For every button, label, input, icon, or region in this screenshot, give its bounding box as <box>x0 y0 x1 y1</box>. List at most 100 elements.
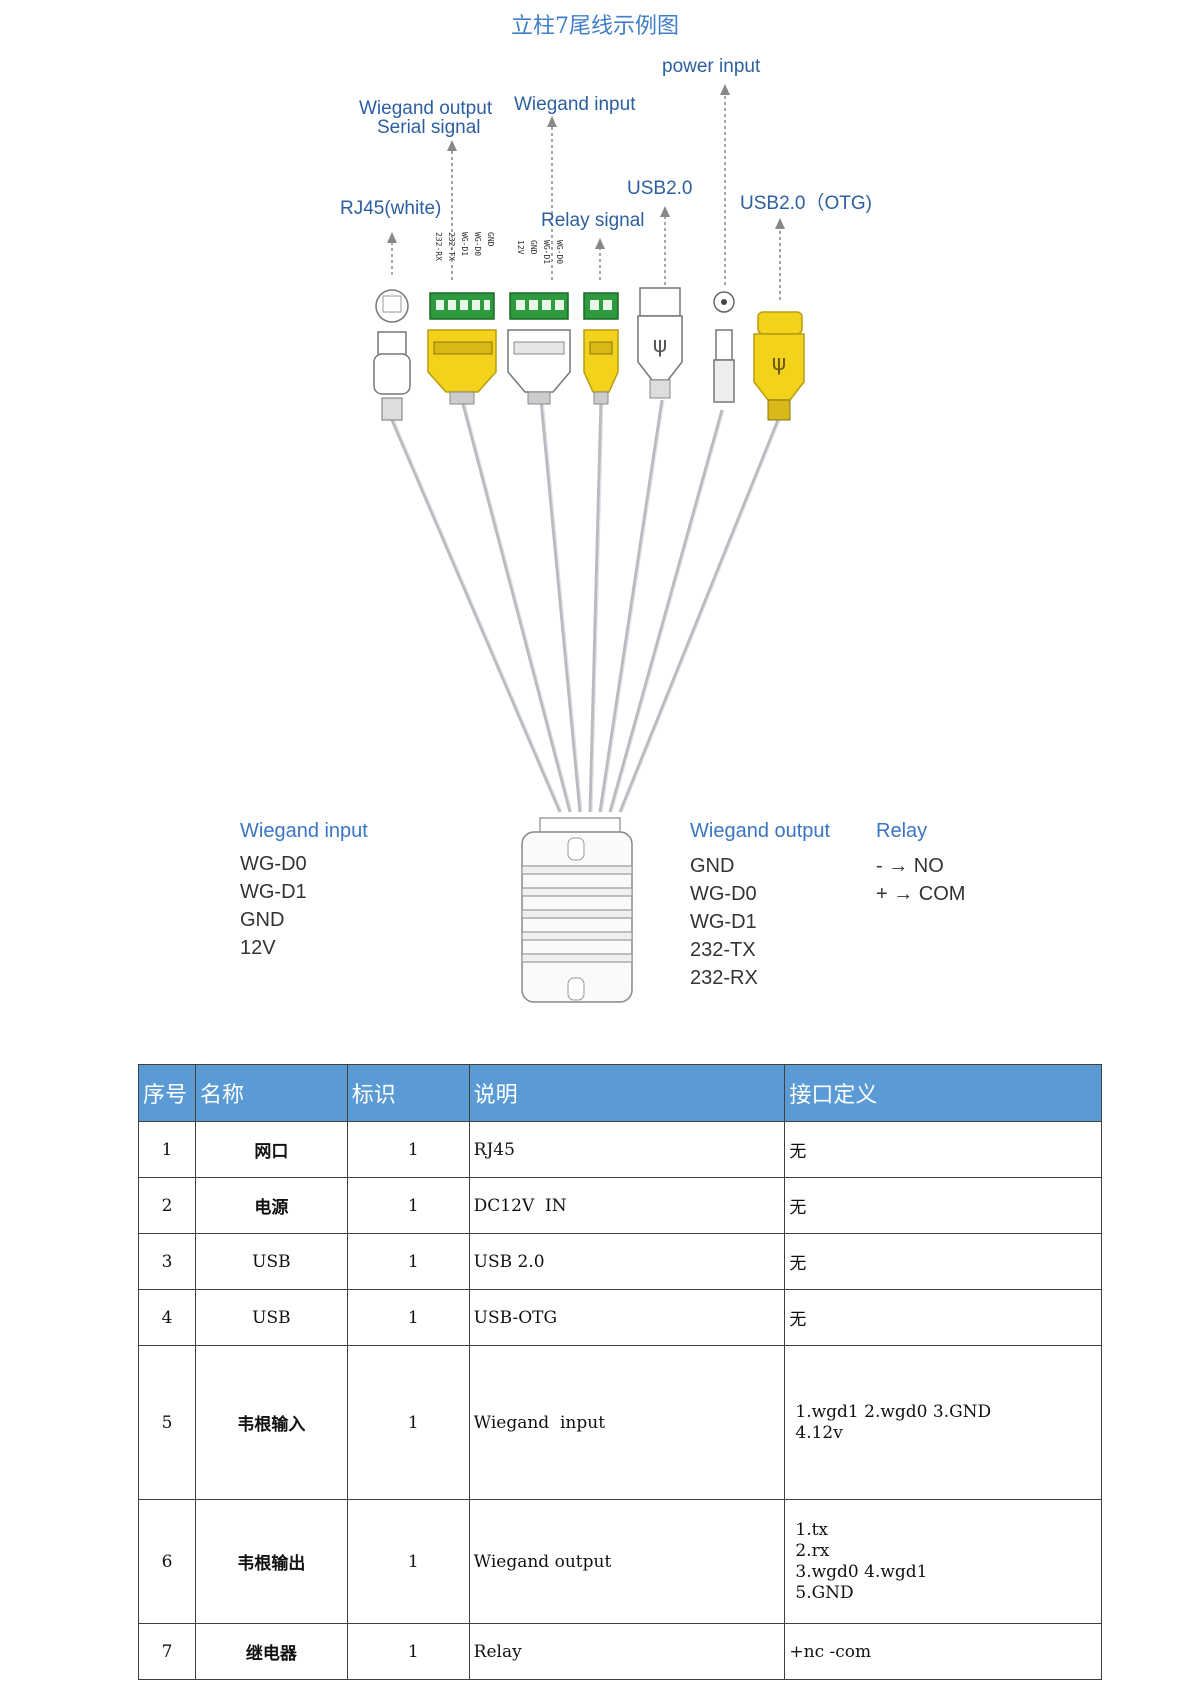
pin-item: + → COM <box>876 883 966 905</box>
cell-name: 电源 <box>194 1177 348 1234</box>
pin-label: GND <box>529 240 538 255</box>
cell-id: 1 <box>346 1289 470 1346</box>
cell-no: 7 <box>138 1623 196 1680</box>
usb-otg-plug: ψ <box>753 311 805 421</box>
label-wiegand-input-top: Wiegand input <box>514 94 636 115</box>
header-no: 序号 <box>138 1064 196 1122</box>
table-row: 7 继电器 1 Relay +nc -com <box>138 1623 1102 1680</box>
label-wiegand-output: Wiegand output <box>359 98 493 119</box>
wiegand-in-connector <box>507 292 571 405</box>
cell-id: 1 <box>346 1623 470 1680</box>
pin-label: 232-TX <box>447 232 456 261</box>
legend-relay-heading: Relay <box>876 820 928 842</box>
dc-power-plug <box>713 291 735 403</box>
usb20-plug: ψ <box>637 287 683 399</box>
cell-id: 1 <box>346 1121 470 1178</box>
pin-item: WG-D0 <box>690 883 757 905</box>
cell-name: 继电器 <box>194 1623 348 1680</box>
pin-item: GND <box>690 855 735 877</box>
pin-label: 232-RX <box>434 232 443 261</box>
leader-lines <box>391 92 781 300</box>
header-name: 名称 <box>194 1064 348 1122</box>
cell-name: USB <box>194 1233 348 1290</box>
wiegand-in-pin-labels: 12V GND WG-D1 WG-D0 <box>513 240 564 264</box>
cell-no: 4 <box>138 1289 196 1346</box>
cell-desc: Wiegand output <box>468 1499 786 1624</box>
pin-item: WG-D1 <box>240 881 307 903</box>
cell-no: 1 <box>138 1121 196 1178</box>
interface-table: 序号 名称 标识 说明 接口定义 1 网口 1 RJ45 无 2 电源 1 DC… <box>138 1064 1102 1680</box>
pin-item: 232-RX <box>690 967 758 989</box>
cell-no: 3 <box>138 1233 196 1290</box>
pin-label: GND <box>486 232 495 247</box>
page-title: 立柱7尾线示例图 <box>511 14 679 39</box>
cell-def: 无 <box>784 1233 1102 1290</box>
label-relay-signal: Relay signal <box>541 210 645 231</box>
cell-desc: USB-OTG <box>468 1289 786 1346</box>
table-row: 3 USB 1 USB 2.0 无 <box>138 1233 1102 1290</box>
table-row: 2 电源 1 DC12V IN 无 <box>138 1177 1102 1234</box>
cell-id: 1 <box>346 1499 470 1624</box>
table-row: 5 韦根输入 1 Wiegand input 1.wgd1 2.wgd0 3.G… <box>138 1345 1102 1500</box>
cell-desc: Relay <box>468 1623 786 1680</box>
pin-label: WG-D1 <box>542 240 551 265</box>
pin-item: 12V <box>240 937 276 959</box>
cell-def: 无 <box>784 1177 1102 1234</box>
header-id: 标识 <box>346 1064 470 1122</box>
cell-def: 1.wgd1 2.wgd0 3.GND 4.12v <box>784 1345 1102 1500</box>
svg-text:ψ: ψ <box>653 333 668 358</box>
cell-name: USB <box>194 1289 348 1346</box>
label-rj45: RJ45(white) <box>340 198 442 219</box>
label-usb20-otg: USB2.0（OTG) <box>740 193 872 214</box>
cell-no: 6 <box>138 1499 196 1624</box>
pin-item: - → NO <box>876 855 944 877</box>
label-serial-signal: Serial signal <box>377 117 481 138</box>
cell-desc: RJ45 <box>468 1121 786 1178</box>
rj45-plug <box>373 289 411 421</box>
arrow-heads <box>387 84 785 249</box>
cell-id: 1 <box>346 1177 470 1234</box>
cell-no: 5 <box>138 1345 196 1500</box>
cell-name: 韦根输入 <box>194 1345 348 1500</box>
pin-label: WG-D0 <box>473 232 482 257</box>
table-row: 4 USB 1 USB-OTG 无 <box>138 1289 1102 1346</box>
serial-pin-labels: 232-RX 232-TX WG-D1 WG-D0 GND <box>431 232 495 261</box>
pin-label: 12V <box>516 240 525 255</box>
cell-def: 无 <box>784 1289 1102 1346</box>
legend-relay-pins: - → NO + → COM <box>876 852 965 908</box>
cell-id: 1 <box>346 1345 470 1500</box>
pin-item: GND <box>240 909 285 931</box>
legend-wiegand-output-heading: Wiegand output <box>690 820 831 842</box>
cable-hub <box>521 817 633 1003</box>
cell-no: 2 <box>138 1177 196 1234</box>
legend-wiegand-output-pins: GND WG-D0 WG-D1 232-TX 232-RX <box>690 852 758 992</box>
table-row: 6 韦根输出 1 Wiegand output 1.tx 2.rx 3.wgd0… <box>138 1499 1102 1624</box>
cell-name: 韦根输出 <box>194 1499 348 1624</box>
pin-label: WG-D1 <box>460 232 469 257</box>
cell-desc: DC12V IN <box>468 1177 786 1234</box>
pin-item: 232-TX <box>690 939 756 961</box>
table-row: 1 网口 1 RJ45 无 <box>138 1121 1102 1178</box>
cell-desc: USB 2.0 <box>468 1233 786 1290</box>
header-def: 接口定义 <box>784 1064 1102 1122</box>
label-usb20: USB2.0 <box>627 178 693 199</box>
svg-text:ψ: ψ <box>772 351 787 376</box>
label-power-input: power input <box>662 56 761 77</box>
header-desc: 说明 <box>468 1064 786 1122</box>
legend-wiegand-input-pins: WG-D0 WG-D1 GND 12V <box>240 850 307 962</box>
serial-connector <box>427 292 497 405</box>
pin-label: WG-D0 <box>555 240 564 265</box>
pin-item: WG-D1 <box>690 911 757 933</box>
pin-item: WG-D0 <box>240 853 307 875</box>
cell-def: 1.tx 2.rx 3.wgd0 4.wgd1 5.GND <box>784 1499 1102 1624</box>
table-header-row: 序号 名称 标识 说明 接口定义 <box>138 1064 1102 1122</box>
legend-wiegand-input-heading: Wiegand input <box>240 820 368 842</box>
relay-connector <box>583 292 619 405</box>
cell-def: 无 <box>784 1121 1102 1178</box>
cell-id: 1 <box>346 1233 470 1290</box>
cell-name: 网口 <box>194 1121 348 1178</box>
cell-desc: Wiegand input <box>468 1345 786 1500</box>
cables <box>390 399 780 813</box>
cell-def: +nc -com <box>784 1623 1102 1680</box>
wiring-diagram: ψ ψ <box>373 84 805 1003</box>
